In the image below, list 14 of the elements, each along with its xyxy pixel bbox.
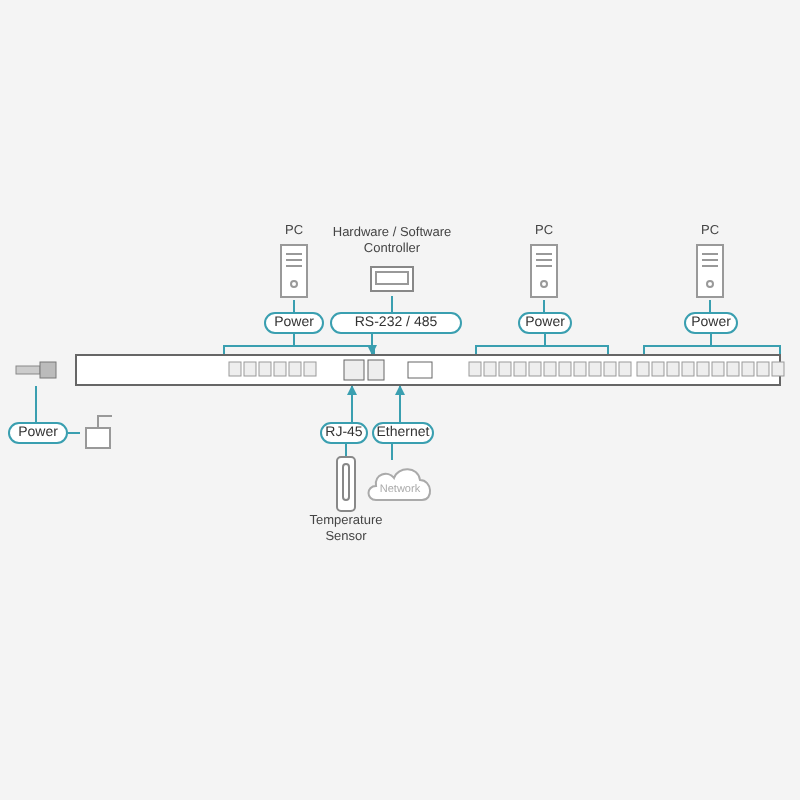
connector-line xyxy=(223,333,375,355)
connector-line xyxy=(391,443,393,461)
arrow xyxy=(367,333,377,355)
connector-line xyxy=(391,295,393,313)
connector-line xyxy=(543,299,545,313)
connector-line xyxy=(293,299,295,313)
connector-line xyxy=(67,432,81,434)
connector-line xyxy=(345,443,347,457)
connector-line xyxy=(35,385,37,423)
connector-line xyxy=(643,333,781,355)
connector-line xyxy=(475,333,609,355)
arrow xyxy=(347,385,357,423)
connector-line xyxy=(709,299,711,313)
arrow xyxy=(395,385,405,423)
